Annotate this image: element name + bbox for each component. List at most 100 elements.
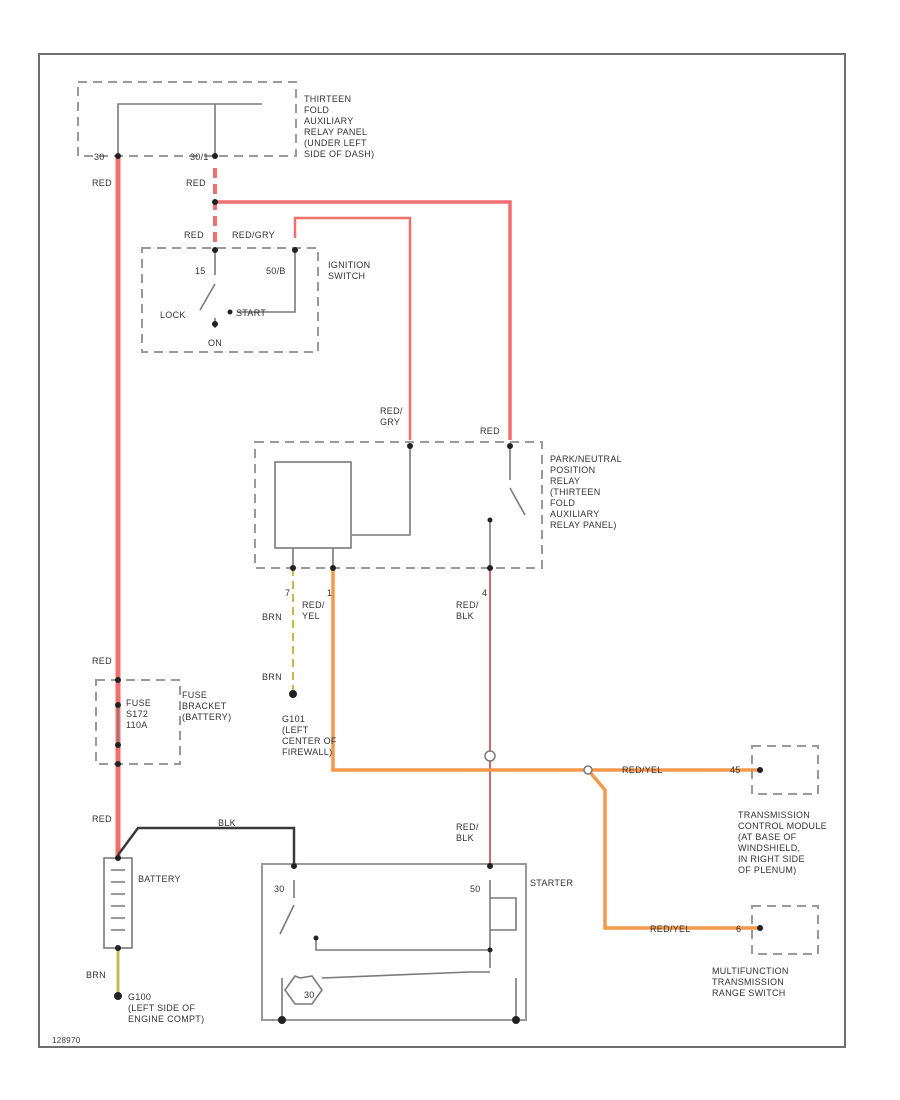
wire-label-red-yel-mfs: RED/YEL (650, 924, 691, 934)
label-line: FOLD (304, 105, 329, 115)
label-line: RELAY PANEL) (550, 520, 617, 530)
label-line: (BATTERY) (182, 712, 231, 722)
term-15-label: 15 (195, 266, 206, 276)
park-neutral-relay-box (254, 441, 543, 569)
label-line: RANGE SWITCH (712, 988, 786, 998)
label-line: SWITCH (328, 271, 365, 281)
wire-label-blk: BLK (218, 818, 236, 828)
wire-label-red-yel-tcm: RED/YEL (622, 765, 663, 775)
red-yel-wire-branch (586, 768, 760, 930)
label-line: BLK (456, 833, 474, 843)
label-line: G101 (282, 714, 305, 724)
label-line: YEL (302, 611, 320, 621)
lock-label: LOCK (160, 310, 186, 320)
starter-term-50: 50 (470, 884, 481, 894)
label-line: IGNITION (328, 260, 370, 270)
starter-term-30-lower: 30 (304, 990, 315, 1000)
ignition-switch-box (141, 247, 319, 353)
label-line: POSITION (550, 465, 595, 475)
starter-label: STARTER (530, 878, 573, 888)
label-line: RELAY PANEL (304, 127, 367, 137)
label-line: SIDE OF DASH) (304, 149, 374, 159)
tcm-box (751, 745, 819, 795)
relay-pin-1: 1 (327, 588, 332, 598)
wire-label-red-gry: RED/GRY (232, 230, 275, 240)
tcm-pin: 45 (730, 765, 741, 775)
label-line: TRANSMISSION (712, 977, 784, 987)
diagram-frame (38, 53, 846, 1048)
red-yel-wire (331, 568, 760, 772)
label-line: FUSE (126, 698, 151, 708)
term-50b-label: 50/B (266, 266, 286, 276)
label-line: TRANSMISSION (738, 810, 810, 820)
label-line: PARK/NEUTRAL (550, 454, 622, 464)
wire-label-red-5: RED (92, 814, 112, 824)
label-line: GRY (380, 417, 400, 427)
relay-panel-box (77, 81, 297, 157)
start-label: START (236, 308, 266, 318)
label-line: (UNDER LEFT (304, 138, 367, 148)
panel-term-30-1: 30/1 (190, 152, 209, 162)
label-line: CONTROL MODULE (738, 821, 827, 831)
label-line: RED/ (456, 600, 479, 610)
mfs-box (751, 905, 819, 955)
wire-label-red-blk-2: RED/BLK (456, 822, 479, 843)
label-line: IN RIGHT SIDE (738, 854, 805, 864)
label-line: AUXILIARY (304, 116, 354, 126)
label-line: RELAY (550, 476, 580, 486)
on-label: ON (208, 338, 222, 348)
starter-term-30: 30 (274, 884, 285, 894)
label-line: (LEFT (282, 725, 309, 735)
wire-label-red-blk-1: RED/BLK (456, 600, 479, 621)
label-line: CENTER OF (282, 736, 337, 746)
label-line: G100 (128, 992, 151, 1002)
relay-pin-4: 4 (482, 588, 487, 598)
battery-body (103, 857, 133, 949)
wire-label-red-yel: RED/YEL (302, 600, 325, 621)
wire-label-red-gry-relay: RED/GRY (380, 406, 403, 427)
wires (115, 156, 760, 996)
label-line: THIRTEEN (304, 94, 351, 104)
blk-wire (116, 826, 296, 866)
label-line: WINDSHIELD, (738, 843, 800, 853)
wire-labels: RED RED RED RED/GRY RED/GRY RED BRN RED/… (86, 178, 691, 980)
label-line: 110A (126, 720, 148, 730)
label-line: ENGINE COMPT) (128, 1014, 204, 1024)
label-line: S172 (126, 709, 148, 719)
wire-label-red-3: RED (184, 230, 204, 240)
wire-label-red-4: RED (92, 656, 112, 666)
internal-wiring (103, 103, 526, 1020)
junction-dots (114, 153, 763, 1024)
label-line: (LEFT SIDE OF (128, 1003, 195, 1013)
relay-pin-7: 7 (285, 588, 290, 598)
label-line: OF PLENUM) (738, 865, 797, 875)
label-line: BLK (456, 611, 474, 621)
label-line: MULTIFUNCTION (712, 966, 789, 976)
wire-label-red-2: RED (186, 178, 206, 188)
label-line: RED/ (302, 600, 325, 610)
relay-coil (274, 461, 352, 549)
label-line: BRACKET (182, 701, 227, 711)
label-line: FIREWALL) (282, 747, 332, 757)
mfs-pin: 6 (736, 924, 741, 934)
switch-position-labels: 15 50/B LOCK START ON 30 50 30 (160, 266, 481, 1000)
wire-label-brn-3: BRN (86, 970, 106, 980)
footer-code: 128970 (52, 1036, 81, 1045)
wire-label-brn-1: BRN (262, 612, 282, 622)
label-line: FOLD (550, 498, 575, 508)
label-line: FUSE (182, 690, 207, 700)
wire-label-red-relay: RED (480, 426, 500, 436)
starter-box (261, 863, 527, 1021)
label-line: RED/ (456, 822, 479, 832)
